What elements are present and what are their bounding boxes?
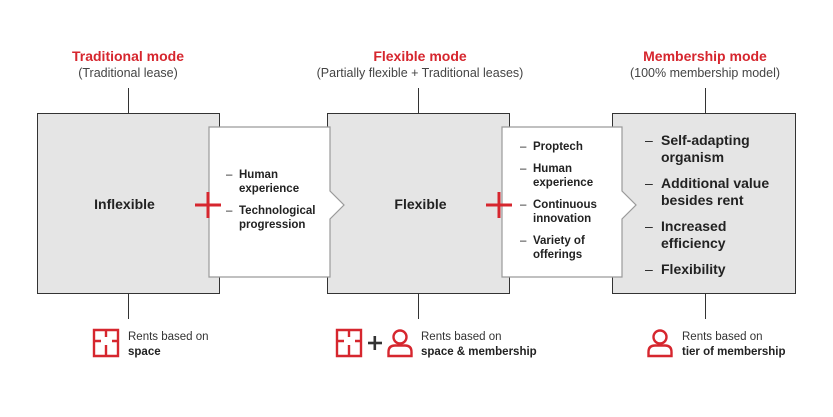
connector-line xyxy=(705,293,706,319)
traditional-mode-subtitle: (Traditional lease) xyxy=(78,66,178,80)
person-icon xyxy=(387,329,413,358)
list-item: Self-adapting organism xyxy=(645,132,785,166)
list-item: Flexibility xyxy=(645,261,785,278)
connector-line xyxy=(418,293,419,319)
plus-icon xyxy=(195,192,221,218)
traditional-additions-panel xyxy=(208,126,345,278)
traditional-additions-list: Human experience Technological progressi… xyxy=(226,168,330,240)
connector-line xyxy=(705,88,706,113)
floorplan-icon xyxy=(92,328,120,358)
floorplan-icon xyxy=(335,328,363,358)
list-item: Human experience xyxy=(226,168,330,196)
list-item: Additional value besides rent xyxy=(645,175,785,209)
plus-icon xyxy=(486,192,512,218)
list-item: Continuous innovation xyxy=(520,198,620,226)
plus-small-icon xyxy=(368,336,382,350)
list-item: Increased efficiency xyxy=(645,218,785,252)
list-item: Human experience xyxy=(520,162,620,190)
traditional-rent-caption: Rents based on space xyxy=(128,331,209,358)
membership-mode-box: Self-adapting organism Additional value … xyxy=(612,113,796,294)
flexible-mode-box: Flexible xyxy=(327,113,510,294)
connector-line xyxy=(418,88,419,113)
list-item: Variety of offerings xyxy=(520,234,620,262)
traditional-mode-title: Traditional mode xyxy=(71,48,184,64)
membership-feature-list: Self-adapting organism Additional value … xyxy=(645,132,785,287)
connector-line xyxy=(128,293,129,319)
person-icon xyxy=(647,329,673,358)
flexible-additions-list: Proptech Human experience Continuous inn… xyxy=(520,140,620,270)
traditional-mode-box: Inflexible xyxy=(37,113,220,294)
flexible-mode-title: Flexible mode xyxy=(373,48,467,64)
list-item: Proptech xyxy=(520,140,620,154)
membership-rent-caption: Rents based on tier of membership xyxy=(682,331,786,358)
list-item: Technological progression xyxy=(226,204,330,232)
flexible-rent-caption: Rents based on space & membership xyxy=(421,331,537,358)
membership-mode-title: Membership mode xyxy=(643,48,767,64)
flexible-label: Flexible xyxy=(394,196,447,212)
flexible-mode-subtitle: (Partially flexible + Traditional leases… xyxy=(316,66,524,80)
membership-mode-subtitle: (100% membership model) xyxy=(629,66,781,80)
inflexible-label: Inflexible xyxy=(94,196,155,212)
connector-line xyxy=(128,88,129,113)
